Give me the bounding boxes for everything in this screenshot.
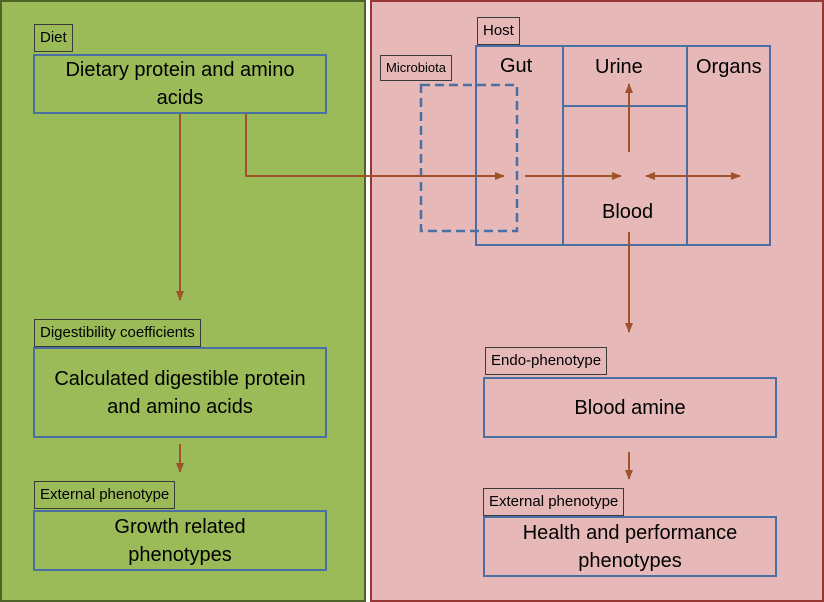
blood-amine-box: Blood amine [483,377,777,438]
host-tag: Host [477,17,520,45]
blood-label: Blood [602,201,654,223]
gut-label: Gut [500,55,533,77]
external-phenotype-tag-right: External phenotype [483,488,625,516]
microbiota-box [419,83,519,233]
health-phenotypes-label: Health and performance phenotypes [522,521,738,572]
digestibility-tag: Digestibility coefficients [34,319,201,347]
digestible-protein-label: Calculated digestible protein and amino … [54,367,306,418]
microbiota-tag: Microbiota [380,55,452,81]
diet-tag: Diet [34,24,73,52]
host-compartment-box [475,45,771,246]
health-phenotypes-box: Health and performance phenotypes [483,516,777,577]
dietary-protein-box: Dietary protein and amino acids [33,54,327,114]
external-phenotype-tag-left: External phenotype [34,481,176,509]
endo-phenotype-tag: Endo-phenotype [485,347,608,375]
diet-panel [0,0,366,602]
digestible-protein-box: Calculated digestible protein and amino … [33,347,327,438]
arrow-diet-to-gut [245,114,505,180]
host-panel [370,0,824,602]
dietary-protein-label: Dietary protein and amino acids [65,59,295,109]
organs-label: Organs [696,56,762,78]
growth-phenotypes-box: Growth related phenotypes [33,510,327,571]
growth-phenotypes-label: Growth related phenotypes [114,515,246,566]
blood-amine-label: Blood amine [574,396,686,419]
urine-label: Urine [595,56,643,78]
